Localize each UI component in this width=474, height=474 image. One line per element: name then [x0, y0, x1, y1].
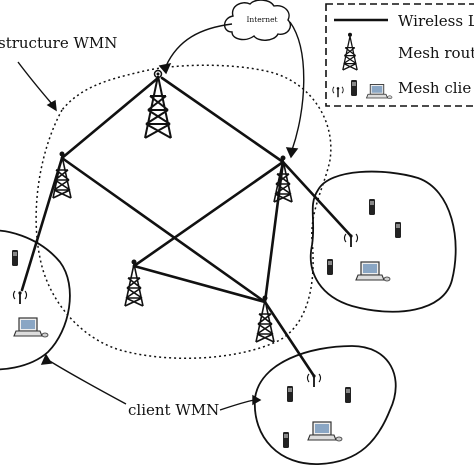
- client-antenna-left: [12, 290, 28, 305]
- client-phone-bottom-2: [345, 387, 351, 403]
- client-wmn-region-left: [0, 229, 71, 371]
- client-laptop-bottom: [307, 421, 343, 442]
- link-left-bottom: [60, 156, 267, 304]
- infrastructure-label-arrow: [17, 61, 57, 112]
- mesh-router-bottom: [255, 294, 275, 343]
- link-right-client: [281, 160, 353, 238]
- client-antenna-right: [343, 233, 359, 248]
- link-left-client: [20, 156, 64, 292]
- internet-cloud-icon: Internet: [223, 0, 292, 41]
- link-right-center: [132, 160, 285, 268]
- legend-mesh-router-label: Mesh route: [398, 44, 474, 62]
- client-wmn-label: client WMN: [128, 401, 219, 419]
- client-wmn-region-right: [309, 170, 457, 313]
- client-antenna-bottom: [306, 373, 322, 388]
- link-right-bottom: [263, 160, 285, 304]
- infrastructure-wmn-boundary: [35, 64, 332, 360]
- mesh-router-right: [273, 154, 293, 203]
- link-center-bottom: [132, 264, 267, 304]
- infrastructure-wmn-label: structure WMN: [0, 34, 117, 52]
- client-phone-right-3: [327, 259, 333, 275]
- link-bottom-client: [263, 300, 316, 378]
- link-gateway-left: [60, 76, 160, 160]
- client-phone-left: [12, 250, 18, 266]
- client-label-arrows: [40, 353, 262, 411]
- legend-wireless-link-label: Wireless Li: [398, 12, 474, 30]
- client-laptop-right: [355, 261, 391, 282]
- internet-label: Internet: [246, 15, 277, 24]
- client-phone-right-2: [395, 222, 401, 238]
- legend: Wireless Li Mesh route Mesh clie: [325, 3, 474, 107]
- client-phone-bottom-3: [283, 432, 289, 448]
- client-phone-right-1: [369, 199, 375, 215]
- client-laptop-left: [13, 317, 49, 338]
- internet-arrows: [158, 21, 305, 159]
- link-gateway-right: [160, 76, 285, 164]
- wireless-links: [20, 76, 353, 378]
- client-phone-bottom-1: [287, 386, 293, 402]
- client-wmn-region-bottom: [254, 345, 397, 465]
- legend-mesh-client-label: Mesh clie: [398, 79, 471, 97]
